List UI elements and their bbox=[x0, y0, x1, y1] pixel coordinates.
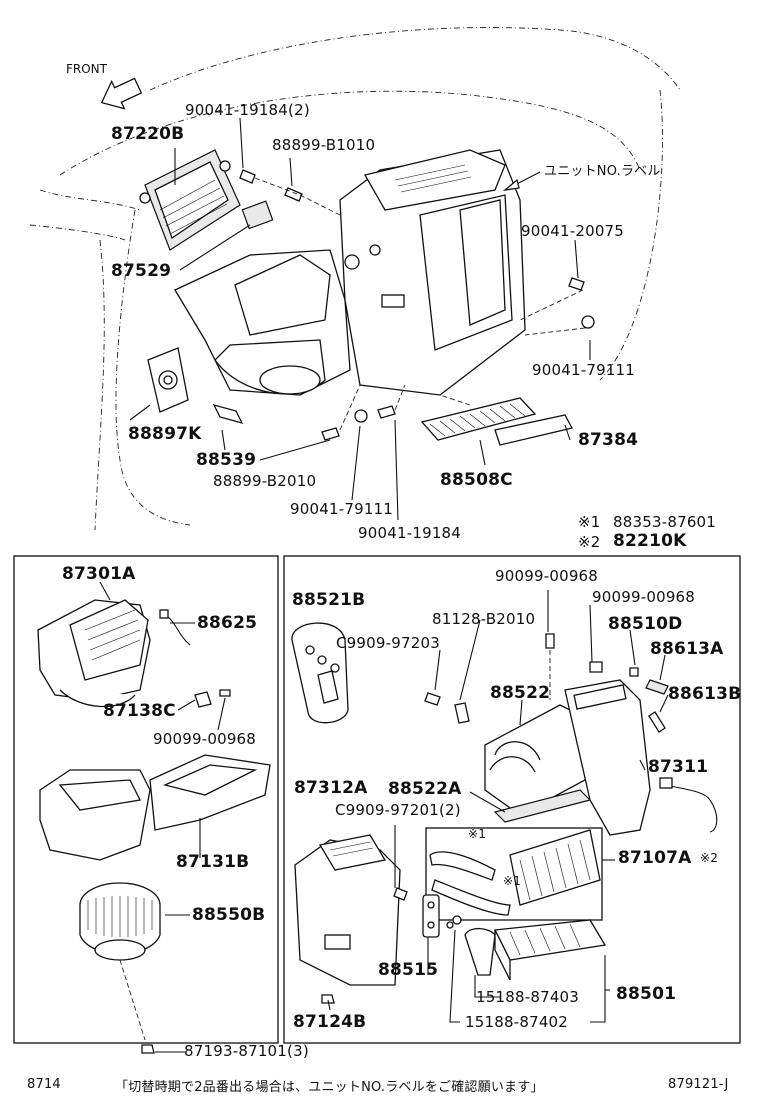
part-C9909-97201-2[interactable]: C9909-97201(2) bbox=[335, 801, 461, 819]
footer-page-code: 8714 bbox=[27, 1077, 61, 1092]
ref-inline-1b: ※1 bbox=[503, 874, 522, 888]
front-arrow: FRONT bbox=[66, 62, 143, 110]
ref-mark-2-symbol: ※2 bbox=[578, 533, 601, 551]
part-88899-B1010[interactable]: 88899-B1010 bbox=[272, 136, 376, 154]
part-88613B[interactable]: 88613B bbox=[668, 684, 742, 704]
ref-mark-2-part[interactable]: 82210K bbox=[613, 531, 687, 551]
blower-subassembly bbox=[37, 599, 271, 1054]
part-88522A[interactable]: 88522A bbox=[388, 779, 462, 799]
part-87311[interactable]: 87311 bbox=[648, 757, 709, 777]
part-90099-00968-b[interactable]: 90099-00968 bbox=[495, 567, 599, 585]
unit-label-note: ユニットNO.ラベル bbox=[544, 164, 661, 179]
footer-note: 「切替時期で2品番出る場合は、ユニットNO.ラベルをご確認願います」 bbox=[115, 1080, 544, 1095]
left-panel-frame bbox=[13, 555, 279, 1044]
part-88508C[interactable]: 88508C bbox=[440, 470, 513, 490]
dashboard-outline bbox=[29, 27, 681, 531]
part-87301A[interactable]: 87301A bbox=[62, 564, 136, 584]
footer-diagram-id: 879121-J bbox=[668, 1077, 729, 1092]
ref-mark-1-symbol: ※1 bbox=[578, 513, 601, 531]
ref-inline-1a: ※1 bbox=[468, 827, 487, 841]
part-90041-19184-2[interactable]: 90041-19184(2) bbox=[185, 101, 310, 119]
part-88539[interactable]: 88539 bbox=[196, 450, 257, 470]
part-88899-B2010[interactable]: 88899-B2010 bbox=[213, 472, 317, 490]
ref-inline-2: ※2 bbox=[700, 851, 719, 865]
part-88510D[interactable]: 88510D bbox=[608, 614, 683, 634]
part-87131B[interactable]: 87131B bbox=[176, 852, 250, 872]
part-88550B[interactable]: 88550B bbox=[192, 905, 266, 925]
part-90041-79111-a[interactable]: 90041-79111 bbox=[532, 361, 636, 379]
heater-core-group-box bbox=[425, 827, 603, 921]
part-88897K[interactable]: 88897K bbox=[128, 424, 202, 444]
right-panel-frame bbox=[283, 555, 741, 1044]
part-87107A[interactable]: 87107A bbox=[618, 848, 692, 868]
part-C9909-97203[interactable]: C9909-97203 bbox=[336, 634, 440, 652]
leader-lines-right bbox=[327, 590, 669, 1023]
part-87138C[interactable]: 87138C bbox=[103, 701, 176, 721]
leader-lines-left bbox=[99, 581, 226, 1053]
part-88521B[interactable]: 88521B bbox=[292, 590, 366, 610]
heater-subassembly bbox=[291, 622, 718, 1004]
part-90041-20075[interactable]: 90041-20075 bbox=[521, 222, 625, 240]
part-90041-79111-b[interactable]: 90041-79111 bbox=[290, 500, 394, 518]
part-90041-19184[interactable]: 90041-19184 bbox=[358, 524, 462, 542]
front-label: FRONT bbox=[66, 62, 108, 76]
part-87220B[interactable]: 87220B bbox=[111, 124, 185, 144]
part-15188-87403[interactable]: 15188-87403 bbox=[476, 988, 580, 1006]
leader-lines-top bbox=[129, 117, 591, 521]
part-88625[interactable]: 88625 bbox=[197, 613, 258, 633]
part-15188-87402[interactable]: 15188-87402 bbox=[465, 1013, 569, 1031]
part-88515[interactable]: 88515 bbox=[378, 960, 439, 980]
part-81128-B2010[interactable]: 81128-B2010 bbox=[432, 610, 536, 628]
part-87124B[interactable]: 87124B bbox=[293, 1012, 367, 1032]
part-88613A[interactable]: 88613A bbox=[650, 639, 724, 659]
ref-mark-1-part[interactable]: 88353-87601 bbox=[613, 513, 717, 531]
part-88501[interactable]: 88501 bbox=[616, 984, 677, 1004]
part-87312A[interactable]: 87312A bbox=[294, 778, 368, 798]
hvac-unit-assembly bbox=[139, 149, 595, 446]
part-87193-87101-3[interactable]: 87193-87101(3) bbox=[184, 1042, 309, 1060]
part-87384[interactable]: 87384 bbox=[578, 430, 639, 450]
part-90099-00968-c[interactable]: 90099-00968 bbox=[592, 588, 696, 606]
part-88522[interactable]: 88522 bbox=[490, 683, 551, 703]
part-90099-00968-a[interactable]: 90099-00968 bbox=[153, 730, 257, 748]
part-87529[interactable]: 87529 bbox=[111, 261, 172, 281]
